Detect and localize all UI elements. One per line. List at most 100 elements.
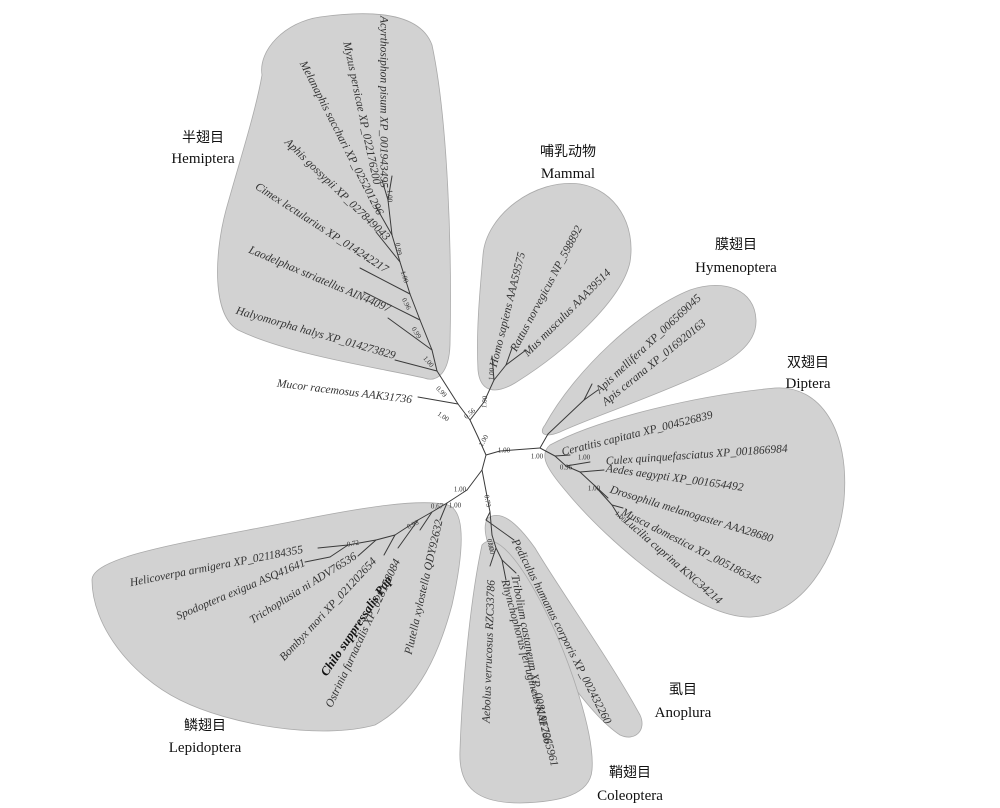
tree-branch bbox=[375, 534, 396, 541]
tree-branch bbox=[481, 454, 487, 471]
group-label-en-diptera: Diptera bbox=[786, 376, 831, 392]
bootstrap-value: 1.00 bbox=[449, 502, 462, 510]
group-label-cn-lepidoptera: 鳞翅目 bbox=[184, 718, 226, 734]
group-label-en-hymenoptera: Hymenoptera bbox=[695, 260, 777, 276]
bootstrap-value: 1.00 bbox=[480, 395, 489, 408]
tree-branch bbox=[611, 504, 621, 519]
tree-branch bbox=[469, 419, 479, 438]
bootstrap-value: 0.72 bbox=[346, 539, 360, 549]
bootstrap-value: 0.56 bbox=[462, 406, 477, 420]
clade-shading-hymenoptera bbox=[541, 285, 757, 436]
tree-branch bbox=[583, 383, 593, 401]
tree-branch bbox=[539, 433, 549, 449]
tree-branch bbox=[457, 403, 471, 421]
bootstrap-value: 1.00 bbox=[498, 447, 511, 455]
tree-branch bbox=[409, 293, 421, 321]
bootstrap-value: 1.00 bbox=[578, 454, 591, 462]
tree-branch bbox=[469, 401, 485, 421]
tree-branch bbox=[383, 534, 396, 556]
tree-branch bbox=[417, 396, 459, 405]
tree-branches bbox=[304, 175, 624, 581]
tree-branch bbox=[419, 511, 433, 531]
tree-branch bbox=[436, 370, 459, 405]
bootstrap-value: 0.96 bbox=[560, 464, 573, 472]
tree-branch bbox=[417, 511, 433, 521]
tree-branch bbox=[583, 389, 599, 401]
tree-branch bbox=[565, 465, 581, 473]
group-label-en-mammal: Mammal bbox=[541, 166, 595, 182]
bootstrap-value: 0.80 bbox=[485, 538, 495, 552]
tree-branch bbox=[491, 355, 495, 381]
tree-branch bbox=[387, 317, 433, 351]
bootstrap-value: 1.00 bbox=[487, 367, 496, 380]
tree-branch bbox=[485, 519, 515, 541]
tree-branch bbox=[554, 455, 567, 467]
tree-branch bbox=[381, 179, 389, 201]
tree-branch bbox=[431, 502, 448, 513]
tree-branch bbox=[394, 359, 438, 372]
tree-branch bbox=[431, 349, 438, 372]
tree-branch bbox=[554, 454, 571, 457]
tree-branch bbox=[357, 539, 377, 557]
group-label-cn-anoplura: 虱目 bbox=[669, 682, 697, 698]
tree-branch bbox=[593, 484, 613, 506]
leaf-label-acyrthosiphon: Acyrthosiphon pisum XP_001943495 bbox=[377, 15, 389, 188]
group-label-en-anoplura: Anoplura bbox=[655, 705, 712, 721]
tree-branch bbox=[579, 471, 595, 486]
tree-branch bbox=[495, 547, 503, 561]
bootstrap-value: 1.00 bbox=[436, 410, 451, 424]
bootstrap-value: 1.00 bbox=[487, 541, 497, 555]
clade-shading-lepidoptera bbox=[91, 502, 462, 732]
tree-branch bbox=[439, 502, 448, 521]
group-shapes bbox=[91, 13, 846, 804]
tree-branch bbox=[317, 544, 349, 549]
tree-branch bbox=[489, 547, 497, 567]
tree-branch bbox=[565, 461, 591, 467]
bootstrap-value: 0.99 bbox=[393, 242, 403, 256]
bootstrap-value: 1.00 bbox=[588, 485, 601, 493]
group-label-en-lepidoptera: Lepidoptera bbox=[169, 740, 242, 756]
tree-branch bbox=[387, 175, 393, 201]
tree-branch bbox=[446, 489, 468, 504]
tree-branch bbox=[359, 267, 411, 295]
tree-branch bbox=[491, 534, 497, 549]
tree-branch bbox=[611, 504, 624, 509]
tree-branch bbox=[485, 511, 491, 521]
tree-branch bbox=[547, 399, 585, 435]
tree-branch bbox=[374, 204, 393, 236]
group-label-en-coleoptera: Coleoptera bbox=[597, 788, 663, 804]
group-label-en-hemiptera: Hemiptera bbox=[171, 151, 235, 167]
tree-branch bbox=[363, 291, 421, 321]
bootstrap-value: 0.79 bbox=[482, 494, 492, 508]
tree-branch bbox=[375, 231, 401, 263]
clade-shading-hemiptera bbox=[217, 13, 451, 380]
bootstrap-value: 1.00 bbox=[399, 270, 411, 285]
bootstrap-value: 0.67 bbox=[431, 503, 444, 511]
tree-branch bbox=[394, 519, 419, 536]
clade-shading-mammal bbox=[477, 182, 632, 391]
group-label-cn-diptera: 双翅目 bbox=[787, 355, 829, 371]
tree-branch bbox=[499, 447, 541, 452]
tree-branch bbox=[539, 447, 556, 457]
tree-branch bbox=[481, 469, 491, 513]
tree-branch bbox=[304, 556, 331, 563]
clade-shading-coleoptera bbox=[459, 540, 593, 804]
tree-branch bbox=[477, 436, 487, 456]
group-label-cn-hymenoptera: 膜翅目 bbox=[715, 237, 757, 253]
tree-branch bbox=[485, 450, 501, 456]
clade-shading-diptera bbox=[544, 387, 846, 618]
tree-branch bbox=[466, 469, 483, 491]
leaf-label-mucor: Mucor racemosus AAK31736 bbox=[275, 378, 413, 407]
tree-branch bbox=[419, 319, 433, 351]
tree-branch bbox=[505, 349, 527, 366]
tree-branch bbox=[501, 559, 507, 581]
group-label-cn-coleoptera: 鞘翅目 bbox=[609, 765, 651, 781]
tree-branch bbox=[579, 469, 605, 473]
bootstrap-value: 1.00 bbox=[477, 433, 490, 448]
leaf-label-aethina: Aebolus verrucosus RZC33786 bbox=[481, 580, 498, 725]
tree-branch bbox=[397, 519, 419, 549]
tree-branch bbox=[347, 539, 377, 546]
